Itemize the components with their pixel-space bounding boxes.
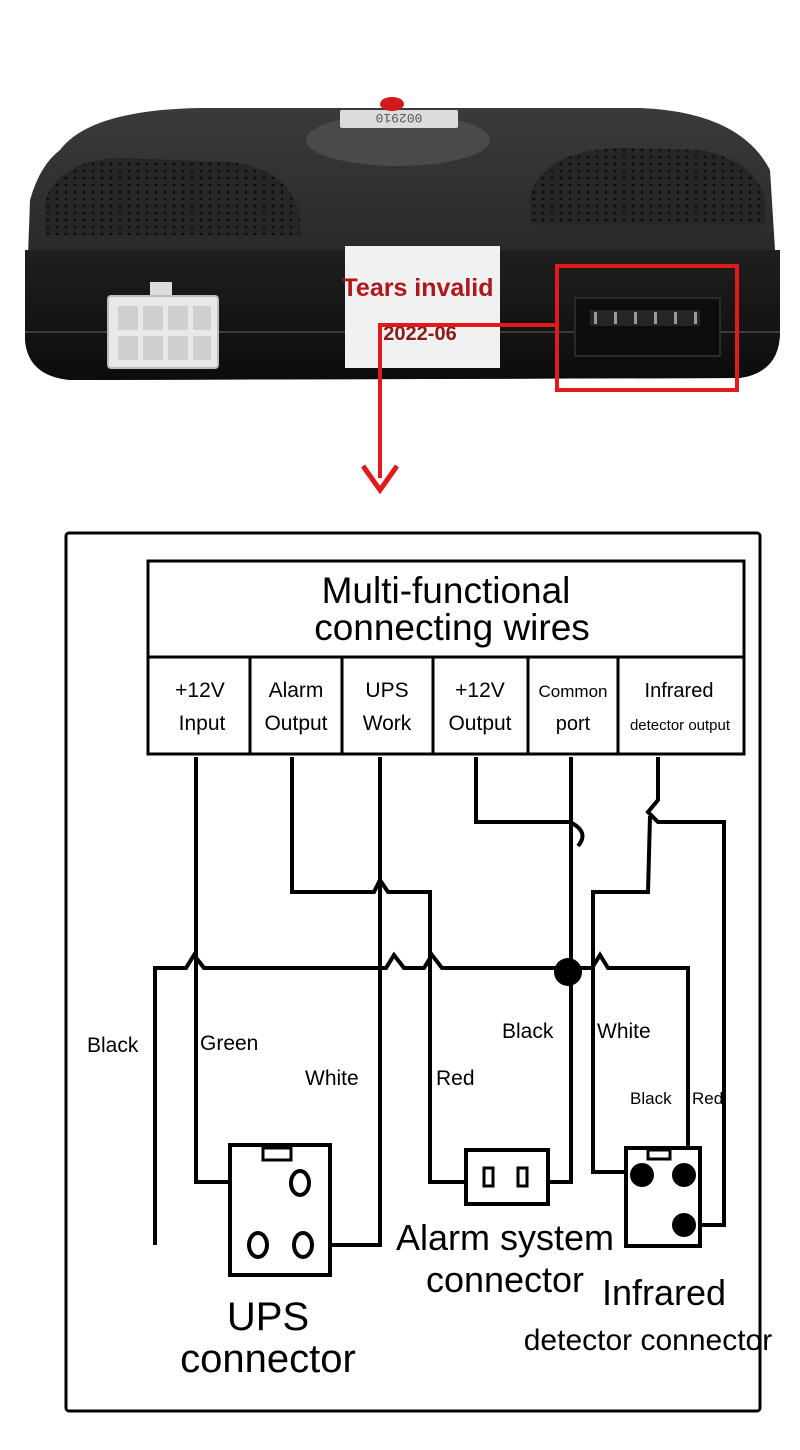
alarm-system-connector [464, 1148, 550, 1206]
wiring-diagram: Multi-functional connecting wires +12V I… [64, 531, 772, 1413]
infrared-detector-connector [624, 1146, 702, 1248]
wire-black-alarm [540, 757, 573, 1184]
column-label-12v-input-line1: +12V [175, 679, 225, 702]
warranty-sticker: Tears invalid 2022-06 [343, 246, 500, 368]
device-photo: 002910 Tears invalid 2022-06 [25, 97, 780, 495]
wire-connector-6pin [574, 297, 721, 357]
wire-label-black-ups: Black [87, 1034, 139, 1057]
alarm-connector-label-line1: Alarm system [396, 1217, 614, 1258]
callout-arrow-line [378, 323, 557, 478]
device-label-code: 002910 [376, 110, 423, 125]
junction-dot [554, 958, 582, 986]
wire-black-ups [153, 951, 420, 1245]
column-label-ups-work-line2: Work [363, 712, 412, 735]
wire-black-ir [404, 951, 690, 1150]
column-label-ups-work-line1: UPS [365, 679, 408, 702]
ups-connector-label-line1: UPS [227, 1295, 309, 1339]
device-label-plate [340, 110, 458, 128]
column-label-common-port-line1: Common [539, 682, 608, 701]
wire-label-red-ir: Red [692, 1089, 723, 1108]
wire-label-red-alarm: Red [436, 1067, 475, 1090]
highlight-box [555, 264, 739, 392]
wire-label-black-alarm: Black [502, 1020, 554, 1043]
ir-connector-label-line2: detector connector [524, 1324, 772, 1357]
column-label-infrared-line1: Infrared [645, 680, 714, 702]
wire-white-ir [591, 815, 652, 1174]
wire-label-white-ir: White [597, 1020, 651, 1043]
wire-white-ups [310, 757, 382, 1247]
column-label-12v-output-line1: +12V [455, 679, 505, 702]
sticker-text: Tears invalid [343, 274, 494, 302]
ups-connector-label-line2: connector [180, 1337, 356, 1381]
column-label-12v-output-line2: Output [448, 712, 511, 735]
ir-connector-label-line1: Infrared [602, 1272, 726, 1313]
wire-label-white-ups: White [305, 1067, 359, 1090]
wire-label-green: Green [200, 1032, 258, 1055]
sticker-date: 2022-06 [383, 323, 456, 345]
column-label-alarm-output-line2: Output [264, 712, 327, 735]
column-label-infrared-line2: detector output [630, 717, 731, 734]
wire-red-alarm [290, 757, 470, 1184]
power-connector-8pin [107, 282, 219, 369]
led-indicator [380, 97, 404, 111]
column-label-alarm-output-line1: Alarm [269, 679, 324, 702]
diagram-title-line2: connecting wires [314, 607, 590, 648]
column-label-12v-input-line2: Input [179, 712, 226, 735]
ups-connector [228, 1143, 332, 1277]
arrow-down-icon [360, 464, 400, 495]
diagram-title-line1: Multi-functional [322, 570, 571, 611]
wire-label-black-ir: Black [630, 1089, 672, 1108]
alarm-connector-label-line2: connector [426, 1259, 584, 1300]
wire-red-ir [645, 757, 726, 1227]
column-label-common-port-line2: port [556, 713, 591, 735]
